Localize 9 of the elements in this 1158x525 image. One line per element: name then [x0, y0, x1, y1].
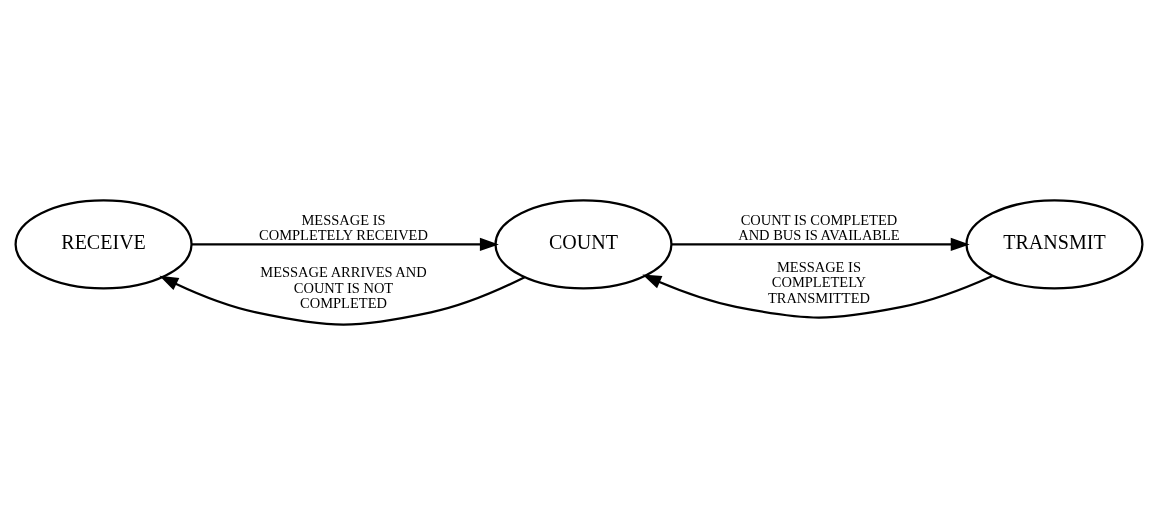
arrow: [191, 237, 499, 252]
arrow: [671, 237, 970, 252]
node-ellipse: TRANSMIT: [965, 199, 1144, 290]
arrow: [642, 274, 993, 319]
edge-label: COUNT IS COMPLETED AND BUS IS AVAILABLE: [738, 211, 900, 244]
edge-label: MESSAGE ARRIVES AND COUNT IS NOT COMPLETED: [260, 264, 427, 312]
arrow: [159, 275, 526, 326]
edge-label: MESSAGE IS COMPLETELY TRANSMITTED: [767, 258, 870, 306]
edge-label: MESSAGE IS COMPLETELY RECEIVED: [259, 211, 428, 244]
